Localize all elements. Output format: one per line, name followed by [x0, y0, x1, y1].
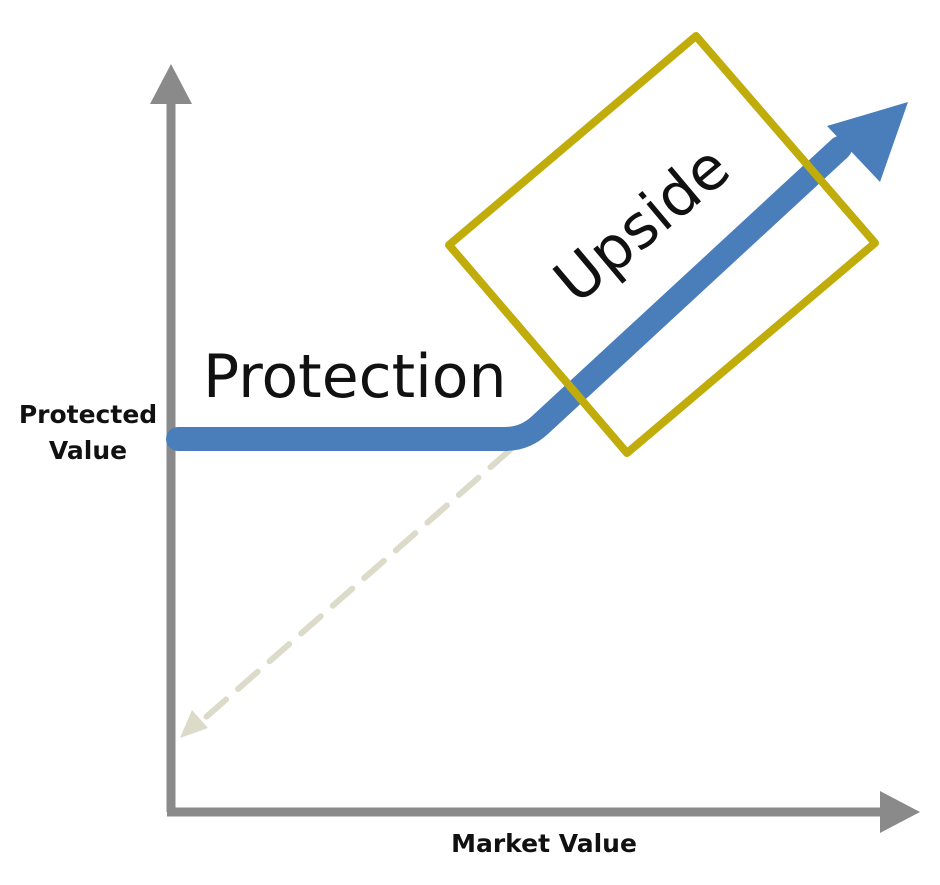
y-axis-label-line1: Protected — [19, 400, 157, 429]
x-axis-arrowhead — [880, 791, 920, 833]
x-axis-label: Market Value — [451, 829, 637, 858]
dashed-arrowhead — [180, 710, 208, 738]
upside-box — [445, 32, 879, 457]
upside-label: Upside — [541, 132, 743, 317]
y-axis-arrowhead — [150, 64, 192, 104]
payoff-line — [166, 136, 852, 451]
unprotected-dashed-line — [202, 447, 513, 721]
payoff-arrowhead — [827, 102, 908, 182]
y-axis-label-line2: Value — [49, 436, 127, 465]
protection-label: Protection — [203, 342, 507, 412]
